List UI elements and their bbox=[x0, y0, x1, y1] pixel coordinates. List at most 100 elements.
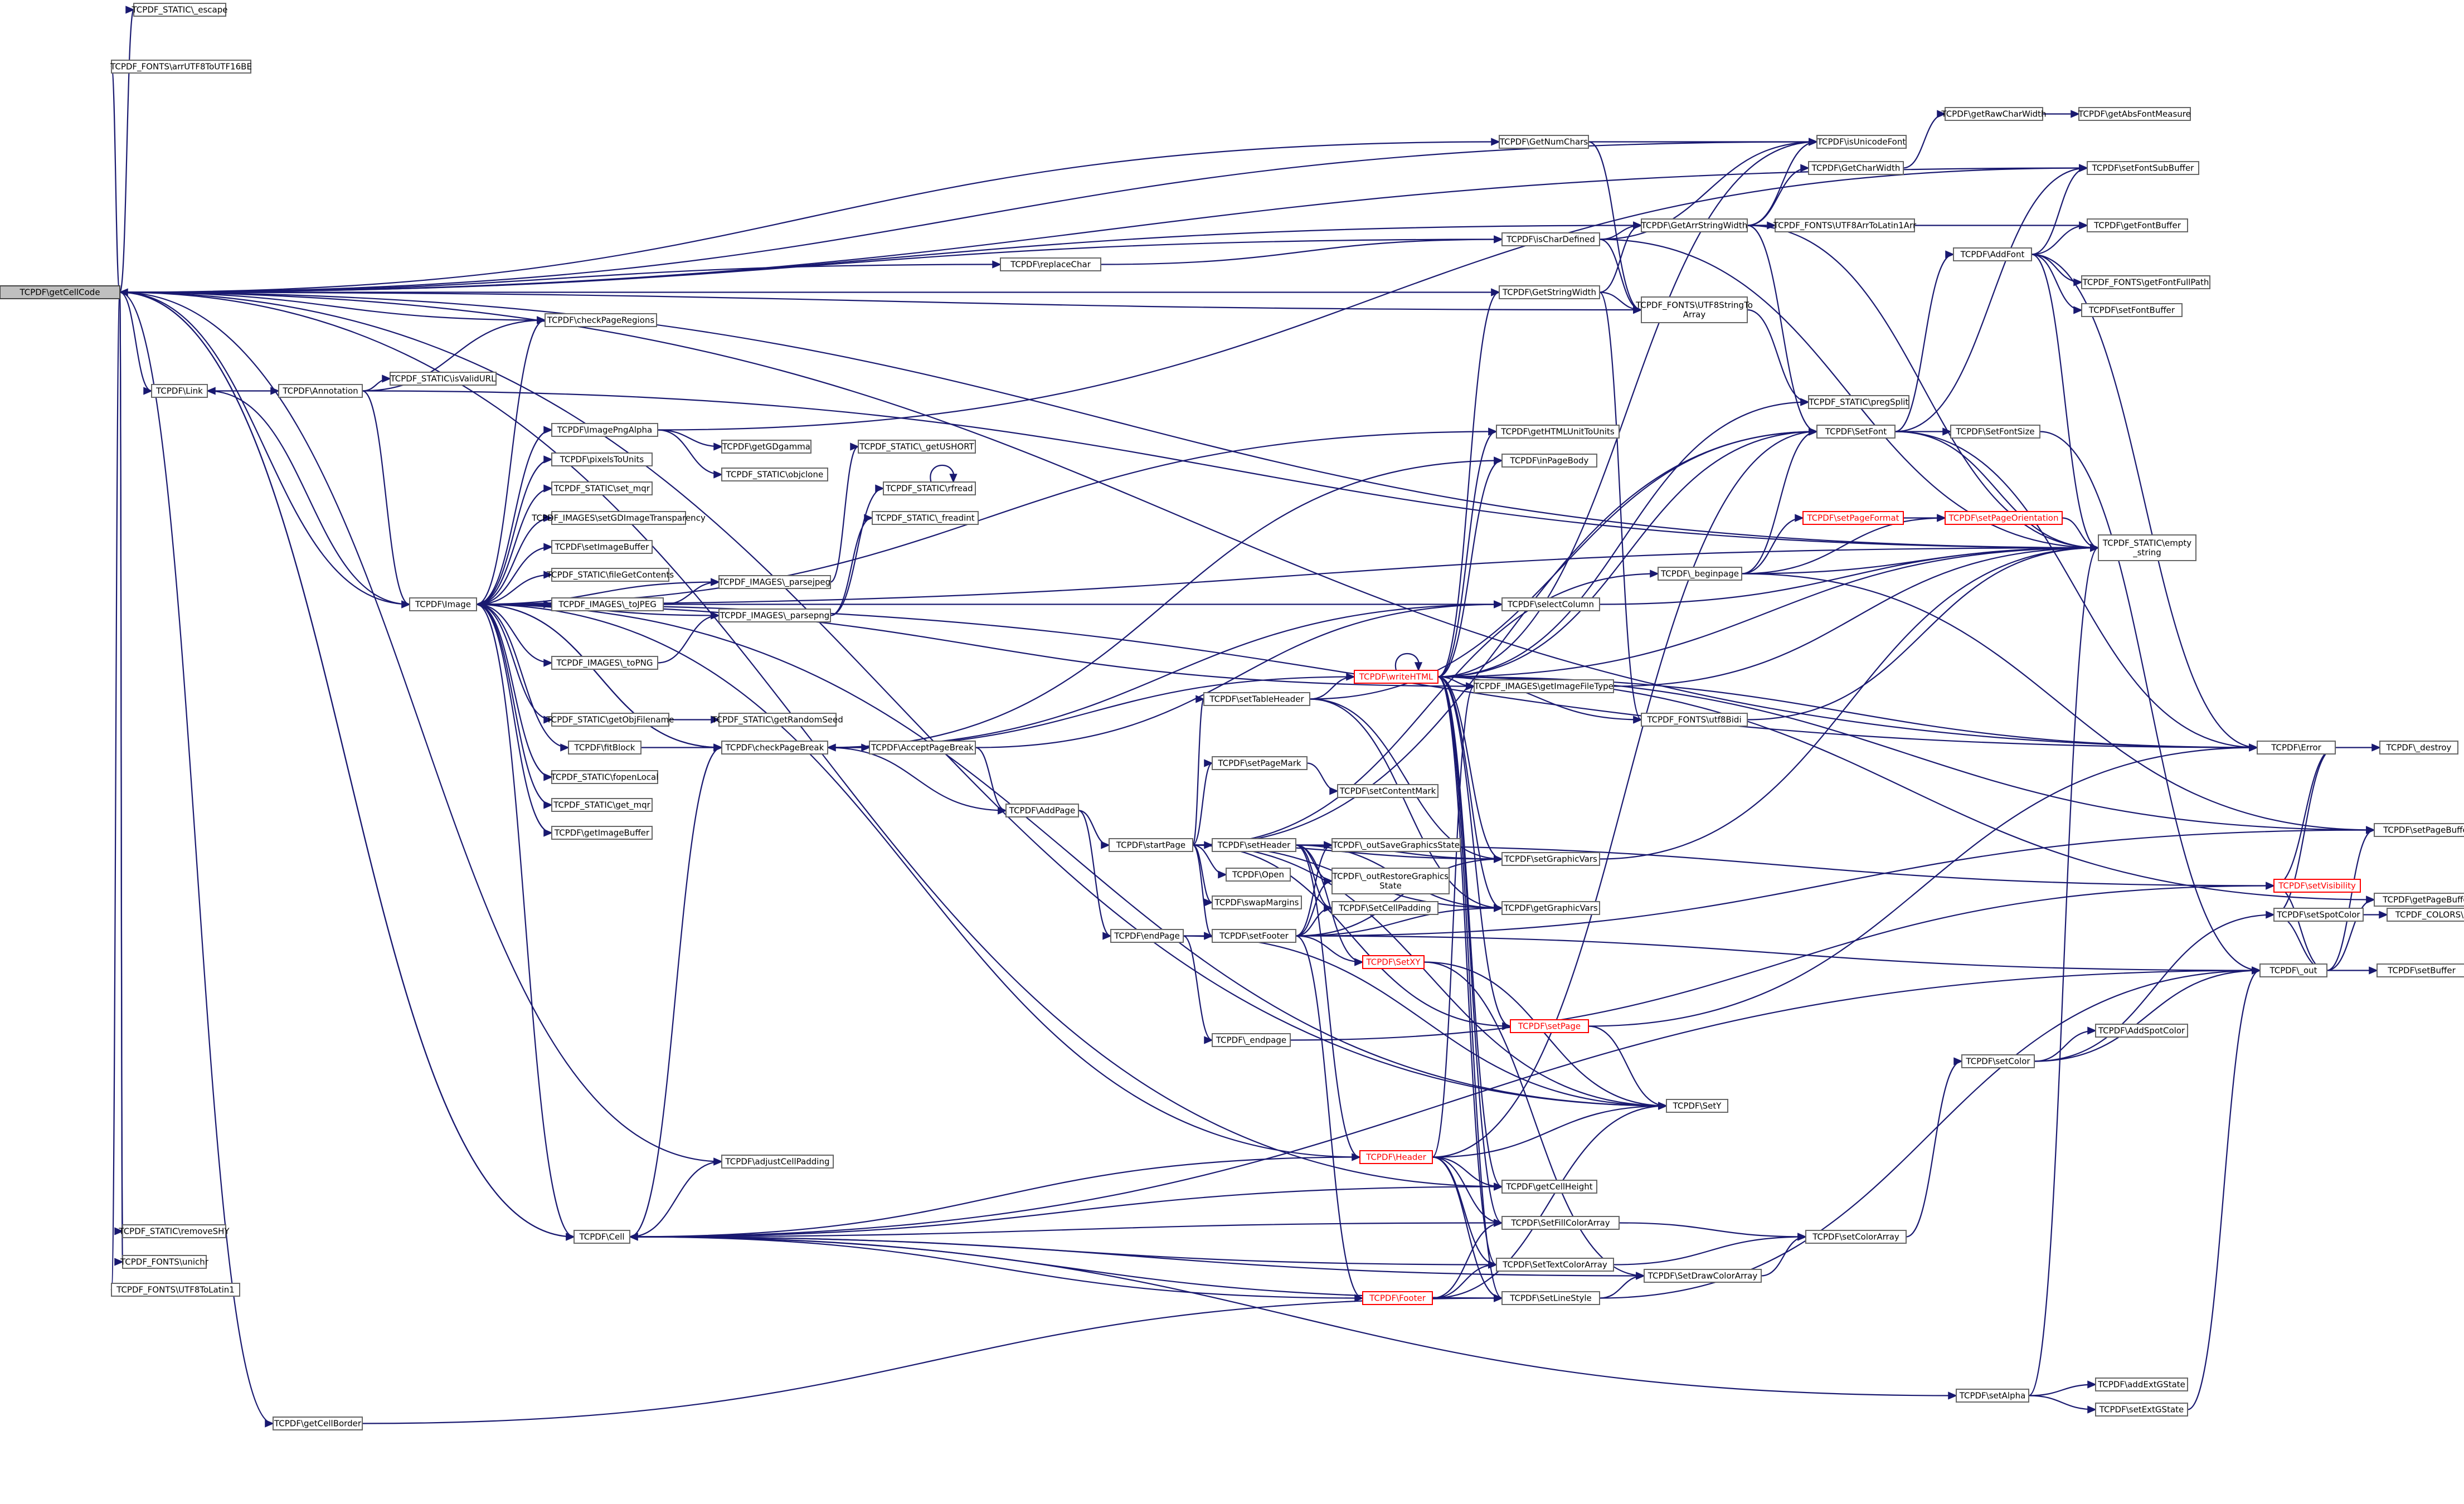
node-removeshy[interactable]: TCPDF_STATIC\removeSHY bbox=[118, 1224, 230, 1238]
node-getabsfont[interactable]: TCPDF\getAbsFontMeasure bbox=[2078, 107, 2191, 121]
node-startpage[interactable]: TCPDF\startPage bbox=[1109, 838, 1193, 852]
node-open[interactable]: TCPDF\Open bbox=[1226, 868, 1291, 882]
node-setbuffer[interactable]: TCPDF\setBuffer bbox=[2376, 963, 2464, 977]
node-inpagebody[interactable]: TCPDF\inPageBody bbox=[1501, 454, 1597, 468]
node-getgraphicvars[interactable]: TCPDF\getGraphicVars bbox=[1501, 901, 1600, 915]
node-setpageformat[interactable]: TCPDF\setPageFormat bbox=[1802, 511, 1904, 525]
node-emptystring[interactable]: TCPDF_STATIC\empty_string bbox=[2098, 534, 2196, 561]
node-checkpageregions[interactable]: TCPDF\checkPageRegions bbox=[545, 313, 657, 327]
node-setgdtransp[interactable]: TCPDF_IMAGES\setGDImageTransparency bbox=[531, 511, 706, 525]
node-getrawcharwidth[interactable]: TCPDF\getRawCharWidth bbox=[1941, 107, 2047, 121]
node-addspotcolor[interactable]: TCPDF\AddSpotColor bbox=[2095, 1024, 2188, 1038]
node-getmqr[interactable]: TCPDF_STATIC\get_mqr bbox=[551, 798, 653, 812]
node-pixelstounits[interactable]: TCPDF\pixelsToUnits bbox=[551, 452, 653, 466]
node-root[interactable]: TCPDF\getCellCode bbox=[0, 285, 120, 299]
node-setgraphicvars[interactable]: TCPDF\setGraphicVars bbox=[1501, 852, 1600, 866]
node-setmqr[interactable]: TCPDF_STATIC\set_mqr bbox=[551, 481, 653, 495]
node-setxy[interactable]: TCPDF\SetXY bbox=[1362, 955, 1425, 969]
node-getcharwidth[interactable]: TCPDF\GetCharWidth bbox=[1808, 161, 1904, 175]
node-sety[interactable]: TCPDF\SetY bbox=[1666, 1099, 1728, 1113]
node-getrandomseed[interactable]: TCPDF_STATIC\getRandomSeed bbox=[711, 713, 843, 727]
node-footer[interactable]: TCPDF\Footer bbox=[1362, 1291, 1433, 1305]
node-header[interactable]: TCPDF\Header bbox=[1359, 1150, 1433, 1164]
node-setpage[interactable]: TCPDF\setPage bbox=[1510, 1019, 1589, 1033]
node-getstringwidth[interactable]: TCPDF\GetStringWidth bbox=[1499, 285, 1600, 299]
node-utf8bidi[interactable]: TCPDF_FONTS\utf8Bidi bbox=[1641, 713, 1748, 727]
node-getcellborder[interactable]: TCPDF\getCellBorder bbox=[273, 1417, 363, 1430]
node-pregsplit[interactable]: TCPDF_STATIC\pregSplit bbox=[1808, 395, 1909, 409]
node-error[interactable]: TCPDF\Error bbox=[2257, 741, 2336, 755]
node-addpage[interactable]: TCPDF\AddPage bbox=[1005, 804, 1079, 817]
node-setdrawcolorarray[interactable]: TCPDF\SetDrawColorArray bbox=[1644, 1269, 1762, 1283]
node-settableheader[interactable]: TCPDF\setTableHeader bbox=[1203, 692, 1310, 706]
node-adjustcellpadding[interactable]: TCPDF\adjustCellPadding bbox=[721, 1155, 834, 1169]
node-getshort[interactable]: TCPDF_STATIC\_getUSHORT bbox=[858, 440, 976, 454]
node-setextgstate[interactable]: TCPDF\setExtGState bbox=[2095, 1403, 2188, 1417]
node-setvisibility[interactable]: TCPDF\setVisibility bbox=[2273, 879, 2361, 893]
node-setfontsubbuffer[interactable]: TCPDF\setFontSubBuffer bbox=[2087, 161, 2199, 175]
node-getimagebuffer[interactable]: TCPDF\getImageBuffer bbox=[551, 826, 653, 840]
node-setcolorarray[interactable]: TCPDF\setColorArray bbox=[1805, 1230, 1907, 1244]
node-fopenlocal[interactable]: TCPDF_STATIC\fopenLocal bbox=[551, 770, 659, 784]
node-acceptpagebreak[interactable]: TCPDF\AcceptPageBreak bbox=[869, 741, 976, 755]
node-setheader[interactable]: TCPDF\setHeader bbox=[1212, 838, 1296, 852]
node-setcolor[interactable]: TCPDF\setColor bbox=[1961, 1054, 2035, 1068]
node-setimagebuffer[interactable]: TCPDF\setImageBuffer bbox=[551, 540, 653, 554]
node-getcellheight[interactable]: TCPDF\getCellHeight bbox=[1501, 1180, 1597, 1194]
node-setfillcolorarray[interactable]: TCPDF\SetFillColorArray bbox=[1501, 1216, 1620, 1230]
node-destroy[interactable]: TCPDF\_destroy bbox=[2379, 741, 2458, 755]
node-setspotcolor[interactable]: TCPDF\setSpotColor bbox=[2273, 908, 2364, 922]
node-image[interactable]: TCPDF\Image bbox=[409, 597, 477, 611]
node-replacechar[interactable]: TCPDF\replaceChar bbox=[1000, 257, 1101, 271]
node-endpage[interactable]: TCPDF\endPage bbox=[1110, 929, 1184, 943]
node-out[interactable]: TCPDF\_out bbox=[2259, 963, 2327, 977]
node-getnumchars[interactable]: TCPDF\GetNumChars bbox=[1499, 135, 1589, 149]
node-setlinestyle[interactable]: TCPDF\SetLineStyle bbox=[1501, 1291, 1600, 1305]
node-isvalidurl[interactable]: TCPDF_STATIC\isValidURL bbox=[390, 372, 497, 386]
node-cell[interactable]: TCPDF\Cell bbox=[574, 1230, 630, 1244]
node-annotation[interactable]: TCPDF\Annotation bbox=[278, 384, 363, 398]
node-setfontsize[interactable]: TCPDF\SetFontSize bbox=[1950, 425, 2040, 439]
node-ischardefined[interactable]: TCPDF\isCharDefined bbox=[1501, 232, 1600, 246]
node-addextgstate[interactable]: TCPDF\addExtGState bbox=[2095, 1378, 2188, 1391]
node-swapmargins[interactable]: TCPDF\swapMargins bbox=[1212, 895, 1302, 909]
node-setpageorientation[interactable]: TCPDF\setPageOrientation bbox=[1945, 511, 2063, 525]
node-getgdgamma[interactable]: TCPDF\getGDgamma bbox=[721, 440, 811, 454]
node-fread[interactable]: TCPDF_STATIC\rfread bbox=[883, 481, 976, 495]
node-beginpage[interactable]: TCPDF\_beginpage bbox=[1658, 567, 1742, 581]
node-setfont[interactable]: TCPDF\SetFont bbox=[1816, 425, 1896, 439]
node-getfontfullpath[interactable]: TCPDF_FONTS\getFontFullPath bbox=[2081, 275, 2210, 289]
node-utf16be[interactable]: TCPDF_FONTS\arrUTF8ToUTF16BE bbox=[110, 60, 252, 74]
node-setcontentmark[interactable]: TCPDF\setContentMark bbox=[1337, 784, 1438, 798]
node-getfontbuffer1[interactable]: TCPDF\getFontBuffer bbox=[2087, 218, 2188, 232]
node-escape[interactable]: TCPDF_STATIC\_escape bbox=[132, 3, 228, 17]
node-settextcolorarray[interactable]: TCPDF\SetTextColorArray bbox=[1496, 1258, 1614, 1272]
node-setcellpadding[interactable]: TCPDF\SetCellPadding bbox=[1331, 901, 1438, 915]
node-topng[interactable]: TCPDF_IMAGES\_toPNG bbox=[551, 656, 658, 670]
node-parsepng[interactable]: TCPDF_IMAGES\_parsepng bbox=[718, 609, 831, 622]
node-imagepngalpha[interactable]: TCPDF\ImagePngAlpha bbox=[551, 423, 658, 437]
node-setalpha[interactable]: TCPDF\setAlpha bbox=[1956, 1389, 2029, 1403]
node-getimagefiletype[interactable]: TCPDF_IMAGES\getImageFileType bbox=[1474, 679, 1614, 693]
node-utf8arrlatin1[interactable]: TCPDF_FONTS\UTF8ArrToLatin1Arr bbox=[1773, 218, 1917, 232]
node-checkpagebreak[interactable]: TCPDF\checkPageBreak bbox=[721, 741, 828, 755]
node-setpagemark[interactable]: TCPDF\setPageMark bbox=[1212, 756, 1308, 770]
node-gethtmlunit[interactable]: TCPDF\getHTMLUnitToUnits bbox=[1496, 425, 1620, 439]
node-getpagebuffer[interactable]: TCPDF\getPageBuffer bbox=[2374, 893, 2464, 907]
node-getarrstringwidth[interactable]: TCPDF\GetArrStringWidth bbox=[1641, 218, 1748, 232]
node-tojpeg[interactable]: TCPDF_IMAGES\_toJPEG bbox=[551, 597, 664, 611]
node-outsavegs[interactable]: TCPDF\_outSaveGraphicsState bbox=[1331, 838, 1461, 852]
node-fitblock[interactable]: TCPDF\fitBlock bbox=[568, 741, 641, 755]
node-getspotcolor[interactable]: TCPDF_COLORS\getSpotColor bbox=[2387, 908, 2464, 922]
node-selectcolumn[interactable]: TCPDF\selectColumn bbox=[1501, 597, 1600, 611]
node-writehtml[interactable]: TCPDF\writeHTML bbox=[1354, 670, 1438, 684]
node-setfontbuffer[interactable]: TCPDF\setFontBuffer bbox=[2081, 303, 2183, 317]
node-objclone[interactable]: TCPDF_STATIC\objclone bbox=[721, 468, 828, 481]
node-filegetcontents[interactable]: TCPDF_STATIC\fileGetContents bbox=[546, 568, 674, 582]
node-utf8tolatin1[interactable]: TCPDF_FONTS\UTF8ToLatin1 bbox=[111, 1283, 240, 1297]
node-addfont[interactable]: TCPDF\AddFont bbox=[1953, 247, 2032, 261]
node-setfooter[interactable]: TCPDF\setFooter bbox=[1212, 929, 1296, 943]
node-endpage2[interactable]: TCPDF\_endpage bbox=[1212, 1033, 1291, 1047]
